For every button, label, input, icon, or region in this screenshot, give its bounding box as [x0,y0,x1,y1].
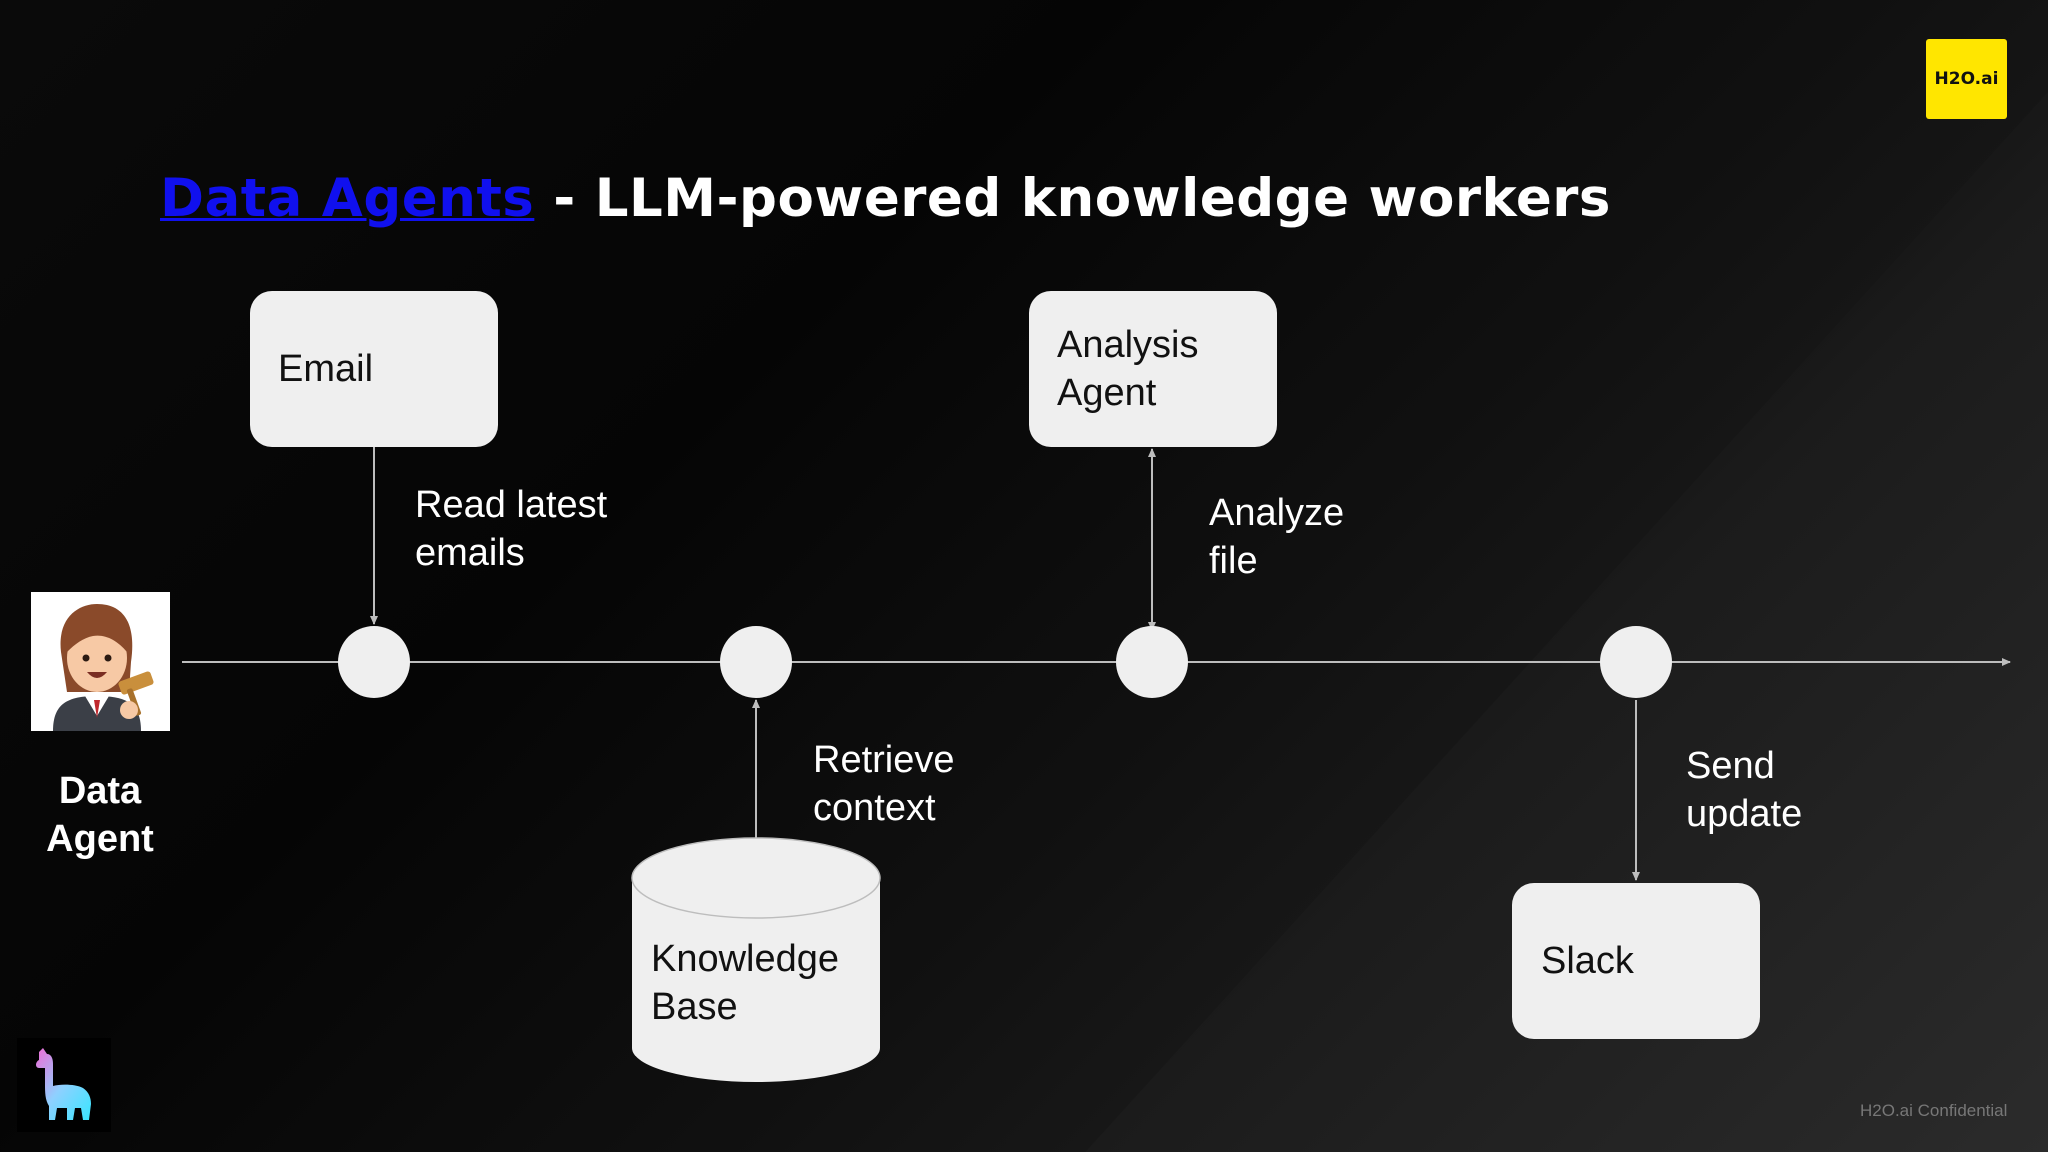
timeline-node-2 [720,626,792,698]
confidential-notice: H2O.ai Confidential [1860,1101,2008,1120]
slack-node: Slack [1512,883,1760,1039]
data-agent-label: Data Agent [20,767,180,863]
email-node: Email [250,291,498,447]
retrieve-context-label: Retrieve context [813,739,955,829]
slack-node-label: Slack [1541,940,1634,982]
knowledge-base-cylinder [631,837,881,1082]
llama-logo-icon [17,1038,111,1132]
slide-title: Data Agents - LLM-powered knowledge work… [160,168,1611,229]
data-agent-label-line2: Agent [46,818,154,860]
knowledge-base-label: Knowledge Base [651,938,840,1028]
analysis-agent-label: Analysis Agent [1057,324,1199,414]
h2o-logo: H2O.ai [1926,39,2007,119]
title-rest: - LLM-powered knowledge workers [534,168,1611,229]
data-agents-link[interactable]: Data Agents [160,168,535,229]
analyze-file-label: Analyze file [1209,492,1345,582]
data-agent-label-line1: Data [58,770,142,812]
timeline-node-4 [1600,626,1672,698]
email-node-label: Email [278,348,374,390]
timeline-node-3 [1116,626,1188,698]
read-emails-label: Read latest emails [415,484,608,574]
send-update-label: Send update [1686,745,1803,835]
judge-avatar-icon [31,592,170,731]
timeline-node-1 [338,626,410,698]
analysis-agent-node: Analysis Agent [1029,291,1277,447]
